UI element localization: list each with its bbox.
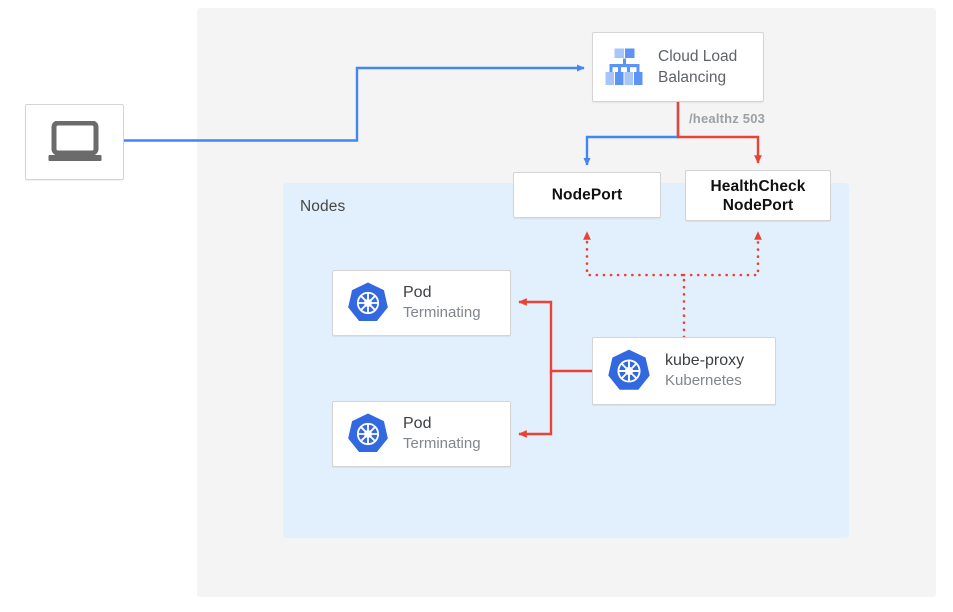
kube-proxy-node[interactable]: kube-proxy Kubernetes (592, 337, 776, 405)
pod-node-2-title: Pod (403, 415, 432, 432)
cloud-load-balancing-node[interactable]: Cloud Load Balancing (592, 32, 764, 102)
pod-node-1-text: Pod Terminating (403, 283, 481, 323)
nodes-region-label: Nodes (300, 198, 346, 215)
kubernetes-icon (348, 282, 388, 322)
kube-proxy-title: kube-proxy (665, 352, 745, 369)
pod-node-2-status: Terminating (403, 435, 481, 452)
pod-node-1-status: Terminating (403, 304, 481, 321)
pod-node-2-content: Pod Terminating (333, 402, 510, 466)
client-node[interactable] (25, 104, 124, 180)
laptop-icon (48, 121, 101, 161)
pod-node-2[interactable]: Pod Terminating (332, 401, 511, 467)
kube-proxy-subtitle: Kubernetes (665, 372, 742, 389)
kube-proxy-content: kube-proxy Kubernetes (593, 338, 775, 404)
healthcheck-nodeport-label: HealthCheck NodePort (710, 177, 806, 214)
kubernetes-icon (348, 413, 388, 453)
cloud-load-balancing-label: Cloud Load Balancing (658, 48, 738, 86)
pod-node-1-title: Pod (403, 284, 432, 301)
nodeport-node[interactable]: NodePort (513, 172, 661, 218)
healthz-edge-label: /healthz 503 (689, 111, 766, 126)
nodeport-label: NodePort (551, 186, 623, 204)
healthcheck-nodeport-node[interactable]: HealthCheck NodePort (685, 170, 831, 221)
pod-node-1-content: Pod Terminating (333, 271, 510, 335)
cloud-load-balancing-icon (605, 48, 643, 85)
pod-node-1[interactable]: Pod Terminating (332, 270, 511, 336)
pod-node-2-text: Pod Terminating (403, 414, 481, 454)
kubernetes-icon (608, 349, 650, 390)
kube-proxy-text: kube-proxy Kubernetes (665, 351, 744, 391)
